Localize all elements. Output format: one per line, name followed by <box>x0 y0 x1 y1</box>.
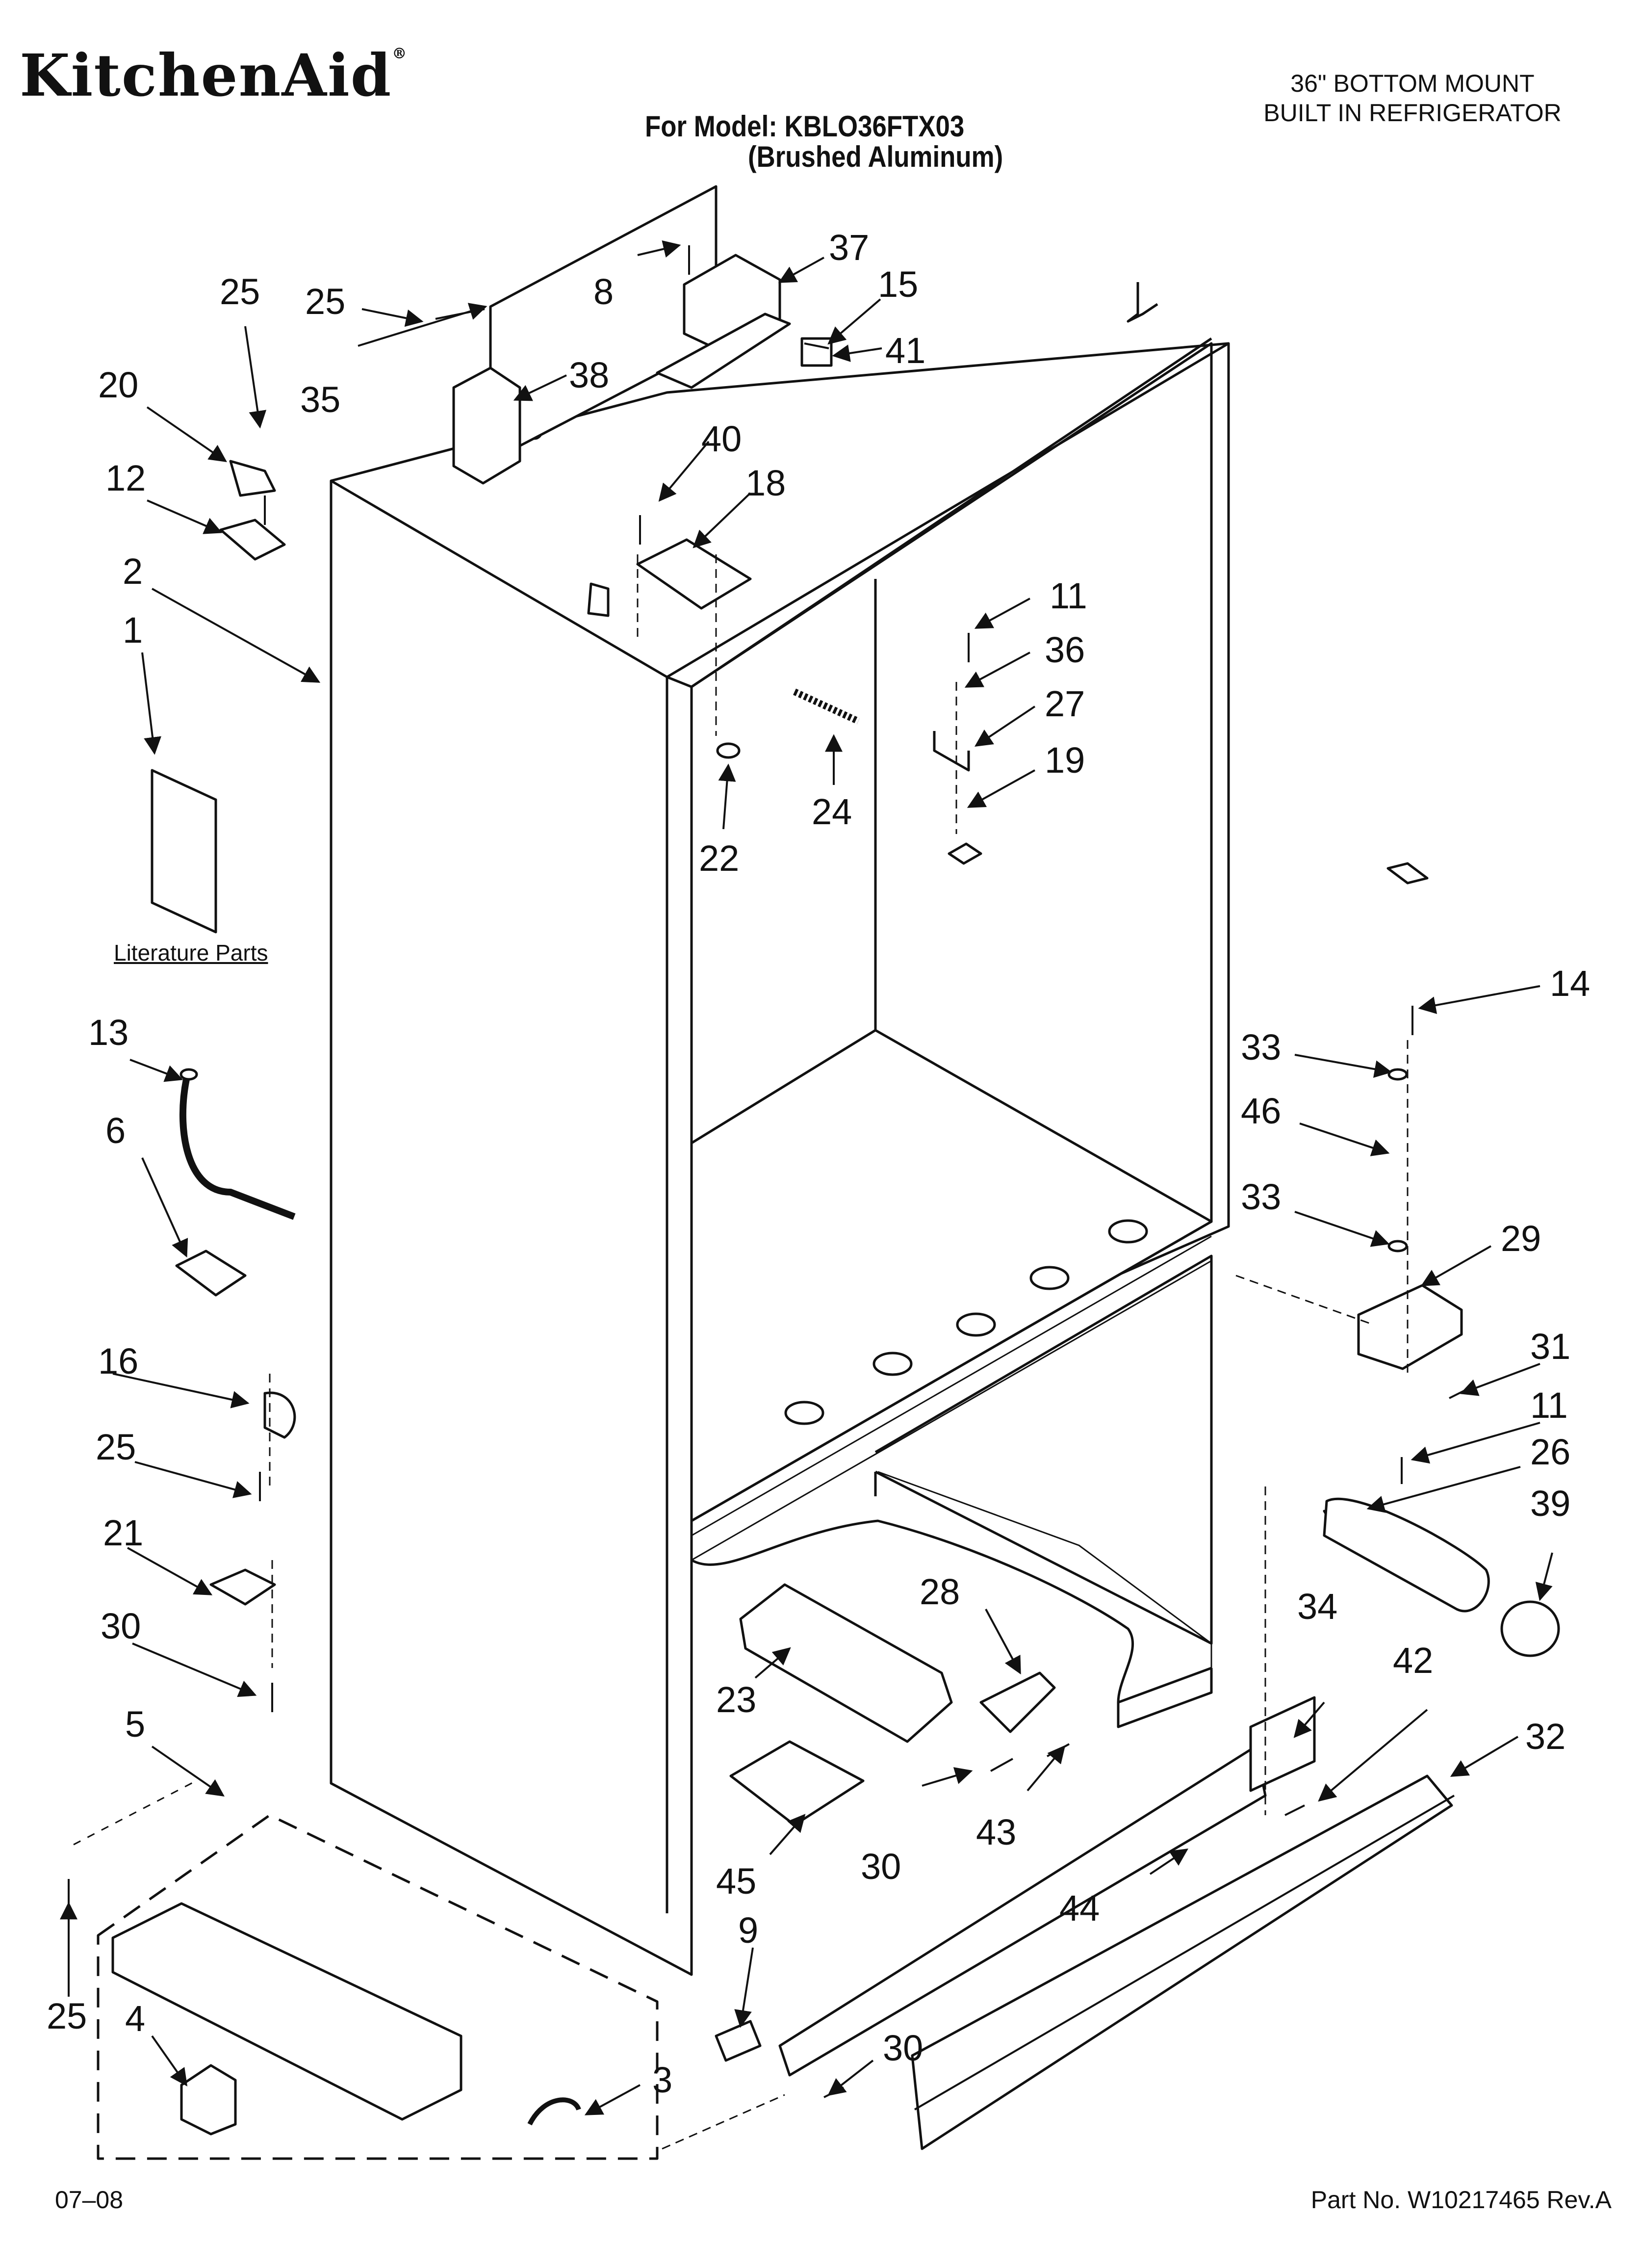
callout-26: 26 <box>1530 1432 1570 1472</box>
callout-31: 31 <box>1530 1326 1570 1367</box>
callout-36: 36 <box>1045 629 1085 670</box>
callout-25: 25 <box>220 271 260 312</box>
callout-25: 25 <box>305 281 345 322</box>
callout-25: 25 <box>47 1996 87 2036</box>
callout-5: 5 <box>125 1704 145 1745</box>
callout-25: 25 <box>96 1427 136 1467</box>
part-5-base-frame <box>111 1902 462 2121</box>
callout-23: 23 <box>716 1679 756 1720</box>
callout-14: 14 <box>1550 963 1590 1004</box>
callout-44: 44 <box>1059 1888 1100 1929</box>
callout-39: 39 <box>1530 1483 1570 1524</box>
part-46-hinge-pin <box>1386 862 1429 885</box>
part-9-bracket <box>715 2020 762 2062</box>
assembly-lines <box>269 554 1409 2150</box>
callout-8: 8 <box>593 271 614 312</box>
callout-2: 2 <box>123 551 143 592</box>
product-line-1: 36" BOTTOM MOUNT <box>1290 70 1535 97</box>
callout-19: 19 <box>1045 740 1085 781</box>
part-36-bracket <box>933 731 970 772</box>
part-28-bracket <box>979 1671 1056 1733</box>
callout-21: 21 <box>103 1512 143 1553</box>
part-23-water-valve-tube <box>739 1583 953 1743</box>
part-32-toe-grille <box>911 1774 1453 2150</box>
part-20-clamp <box>229 460 276 497</box>
callout-30: 30 <box>861 1846 901 1887</box>
callout-45: 45 <box>716 1861 756 1902</box>
part-21-bracket <box>209 1568 276 1606</box>
callout-4: 4 <box>125 1998 145 2039</box>
callout-numbers: 25 25 35 8 37 15 41 38 40 18 20 12 2 1 1… <box>47 227 1590 2100</box>
callout-27: 27 <box>1045 683 1085 724</box>
callout-24: 24 <box>812 791 852 832</box>
part-4-roller <box>180 2064 237 2136</box>
model-number: For Model: KBLO36FTX03 <box>645 110 965 143</box>
callout-30: 30 <box>101 1606 141 1646</box>
part-39-filter-cap <box>1500 1600 1560 1657</box>
callout-22: 22 <box>699 838 739 879</box>
part-1-literature-pack <box>151 769 217 934</box>
callout-43: 43 <box>976 1812 1016 1852</box>
part-13-tube <box>179 1078 296 1220</box>
footer-date: 07–08 <box>55 2186 124 2214</box>
part-12-bracket <box>219 519 286 561</box>
product-line-2: BUILT IN REFRIGERATOR <box>1263 99 1562 127</box>
floor-holes <box>784 1219 1148 1425</box>
part-22-bumper <box>716 742 741 759</box>
part-19-plate <box>948 842 982 865</box>
callout-3: 3 <box>652 2059 672 2100</box>
callout-6: 6 <box>105 1110 126 1151</box>
brand-logo: KitchenAid® <box>20 41 408 109</box>
model-finish: (Brushed Aluminum) <box>748 140 1003 173</box>
callout-28: 28 <box>920 1571 960 1612</box>
product-description: 36" BOTTOM MOUNT BUILT IN REFRIGERATOR <box>1216 69 1609 128</box>
part-38-junction-box <box>452 366 521 485</box>
callout-33: 33 <box>1241 1176 1281 1217</box>
part-41-clip <box>800 337 833 367</box>
callout-11: 11 <box>1530 1385 1568 1426</box>
callout-18: 18 <box>745 463 786 503</box>
part-18-bracket <box>636 538 752 610</box>
part-29-hinge-bracket <box>1357 1284 1463 1370</box>
part-5-base-frame-group <box>97 1814 659 2160</box>
callout-15: 15 <box>878 264 918 305</box>
part-33-washer-a <box>1387 1068 1408 1081</box>
callout-42: 42 <box>1393 1640 1433 1681</box>
callout-12: 12 <box>105 458 146 498</box>
callout-13: 13 <box>88 1012 128 1053</box>
cabinet-shell <box>330 282 1230 1976</box>
part-6-clamp <box>175 1250 247 1297</box>
callout-38: 38 <box>569 355 609 395</box>
leader-arrows <box>60 240 1553 2115</box>
callout-33: 33 <box>1241 1027 1281 1068</box>
literature-parts-label: Literature Parts <box>114 940 268 965</box>
callout-9: 9 <box>738 1910 758 1951</box>
part-34-bracket <box>1249 1696 1316 1792</box>
callout-41: 41 <box>885 330 925 371</box>
part-45-tray <box>729 1740 865 1826</box>
callout-40: 40 <box>701 418 742 459</box>
callout-1: 1 <box>123 610 143 651</box>
part-24-spring <box>793 688 860 725</box>
part-33-washer-b <box>1387 1240 1408 1252</box>
part-3-clip <box>527 2097 581 2126</box>
callout-11: 11 <box>1050 575 1087 616</box>
callout-37: 37 <box>829 227 869 268</box>
part-16-clamp <box>263 1391 296 1439</box>
callout-16: 16 <box>98 1341 138 1382</box>
callout-20: 20 <box>98 365 138 405</box>
callout-46: 46 <box>1241 1091 1281 1131</box>
callout-34: 34 <box>1297 1586 1337 1627</box>
callout-29: 29 <box>1501 1218 1541 1259</box>
footer-part-number: Part No. W10217465 Rev.A <box>1310 2186 1612 2214</box>
callout-35: 35 <box>300 379 340 420</box>
callout-30: 30 <box>883 2028 923 2068</box>
callout-32: 32 <box>1525 1716 1565 1757</box>
